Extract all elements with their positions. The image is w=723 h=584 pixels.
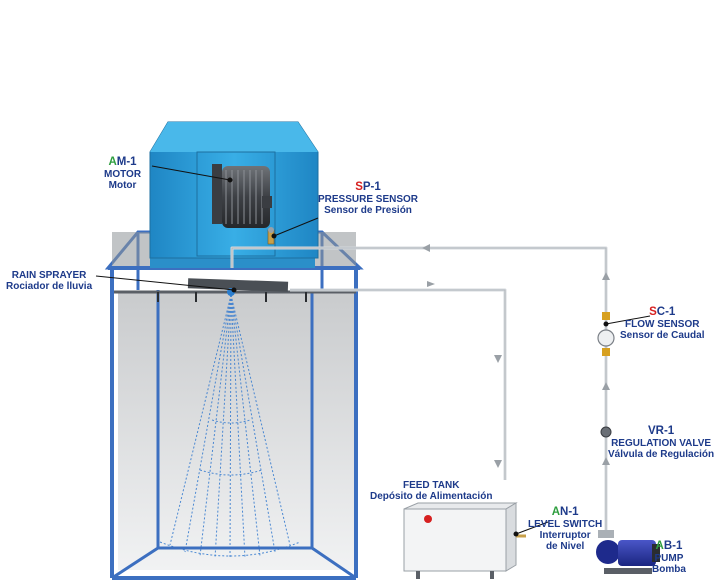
- motor-label: AM-1 MOTOR Motor: [104, 156, 141, 191]
- level-name: LEVEL SWITCH: [528, 519, 603, 530]
- leader-lines: [95, 165, 651, 537]
- sprayer-name: RAIN SPRAYER: [11, 270, 87, 281]
- regulation-valve-label: VR-1 REGULATION VALVE Válvula de Regulac…: [608, 425, 714, 460]
- pressure-sensor-label: SP-1 PRESSURE SENSOR Sensor de Presión: [318, 181, 418, 216]
- motor-unit: [212, 164, 272, 228]
- flow-name-es: Sensor de Caudal: [620, 330, 705, 341]
- motor-code: M-1: [116, 156, 137, 168]
- rail-nozzles: [157, 292, 307, 302]
- valve-name-es: Válvula de Regulación: [608, 449, 715, 460]
- pump-code: B-1: [663, 540, 683, 552]
- pump: [596, 530, 660, 574]
- motor-name-es: Motor: [108, 180, 137, 191]
- flow-name: FLOW SENSOR: [625, 319, 700, 330]
- tank-name: FEED TANK: [402, 480, 460, 491]
- pump-name-es: Bomba: [652, 564, 686, 575]
- pressure-name: PRESSURE SENSOR: [318, 194, 419, 205]
- valve-code: VR-1: [647, 425, 675, 437]
- pump-name: PUMP: [654, 553, 684, 564]
- motor-name: MOTOR: [104, 169, 142, 180]
- level-switch-label: AN-1 LEVEL SWITCH Interruptor de Nivel: [528, 506, 602, 552]
- flow-sensor-label: SC-1 FLOW SENSOR Sensor de Caudal: [620, 306, 704, 341]
- pressure-code: P-1: [362, 181, 381, 193]
- regulation-valve: [600, 426, 612, 438]
- flow-code: C-1: [656, 306, 676, 318]
- chamber-interior: [118, 292, 354, 570]
- pressure-code-prefix: S: [355, 181, 363, 193]
- pump-label: AB-1 PUMP Bomba: [652, 540, 686, 575]
- level-code-prefix: A: [551, 506, 561, 518]
- tank-name-es: Depósito de Alimentación: [370, 491, 493, 502]
- feed-tank: [403, 502, 518, 579]
- motor-code-prefix: A: [108, 156, 117, 168]
- sprayer-name-es: Rociador de lluvia: [6, 281, 93, 292]
- flow-code-prefix: S: [649, 306, 657, 318]
- level-name-es: Interruptor: [539, 530, 591, 541]
- level-name-es2: de Nivel: [545, 541, 585, 552]
- pipe-outline: [231, 247, 607, 535]
- flow-arrows: [422, 244, 610, 468]
- level-code: N-1: [560, 506, 579, 518]
- flow-sensor: [597, 312, 615, 356]
- pressure-name-es: Sensor de Presión: [324, 205, 412, 216]
- rain-sprayer-label: RAIN SPRAYER Rociador de lluvia: [6, 270, 92, 292]
- feed-tank-label: FEED TANK Depósito de Alimentación: [370, 480, 492, 502]
- pump-code-prefix: A: [655, 540, 664, 552]
- valve-name: REGULATION VALVE: [611, 438, 712, 449]
